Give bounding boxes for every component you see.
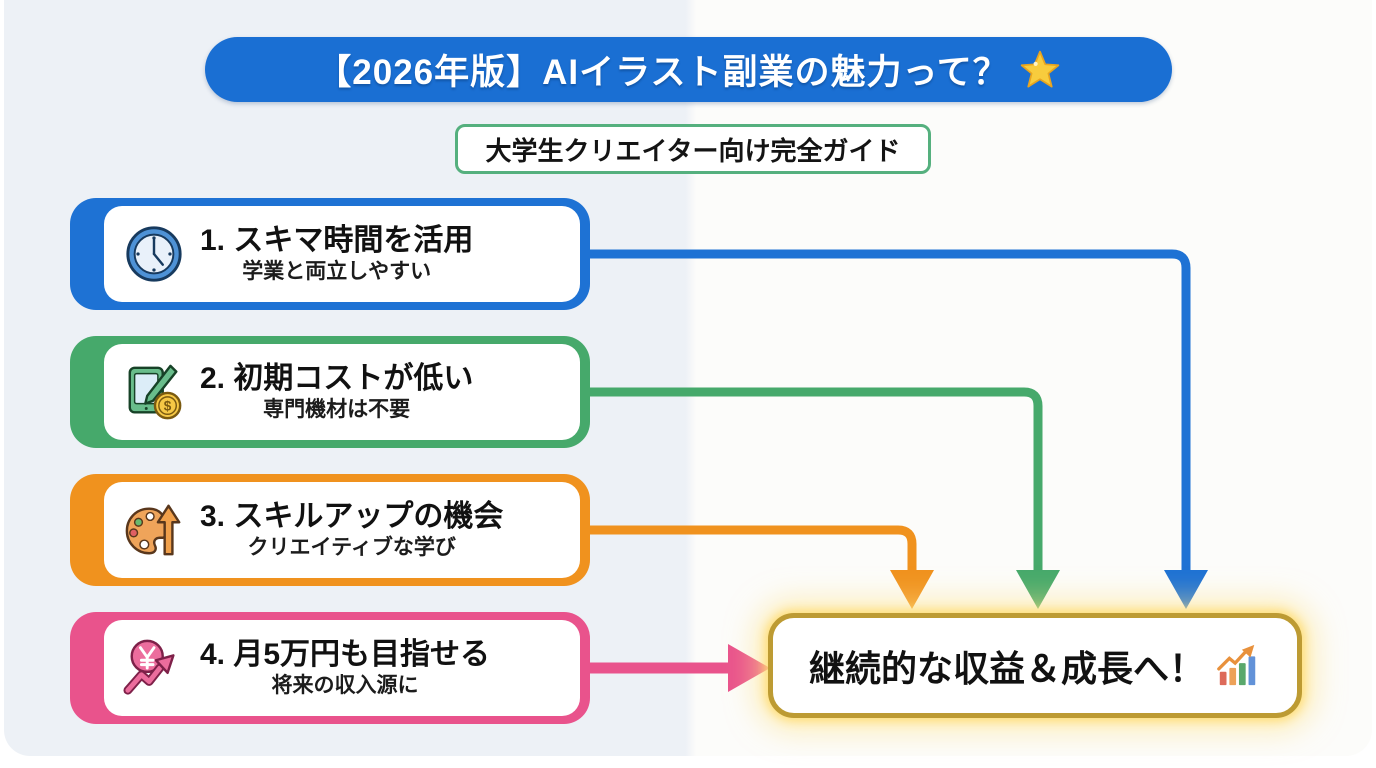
card-subtitle: 学業と両立しやすい	[242, 259, 432, 283]
benefit-card-2: $ 2. 初期コストが低い 専門機材は不要	[70, 336, 590, 448]
glowing-star-icon	[1019, 49, 1061, 91]
card-title: 2. 初期コストが低い	[200, 361, 474, 395]
guide-badge: 大学生クリエイター向け完全ガイド	[455, 124, 931, 174]
page-title: 【2026年版】AIイラスト副業の魅力って？	[316, 53, 1009, 92]
yen-growth-icon	[122, 636, 186, 700]
card-title: 4. 月5万円も目指せる	[200, 637, 491, 671]
card-subtitle: クリエイティブな学び	[247, 535, 456, 559]
palette-up-arrow-icon	[122, 498, 186, 562]
card-subtitle: 専門機材は不要	[263, 397, 411, 421]
benefit-card-4: 4. 月5万円も目指せる 将来の収入源に	[70, 612, 590, 724]
chart-increasing-icon	[1215, 643, 1261, 689]
title-banner: 【2026年版】AIイラスト副業の魅力って？	[205, 37, 1172, 102]
result-box: 継続的な収益＆成長へ！	[768, 613, 1302, 718]
benefit-card-3: 3. スキルアップの機会 クリエイティブな学び	[70, 474, 590, 586]
card-title: 3. スキルアップの機会	[200, 499, 504, 533]
card-title: 1. スキマ時間を活用	[200, 223, 474, 257]
clock-icon	[122, 222, 186, 286]
svg-text:$: $	[164, 398, 172, 413]
benefit-card-1: 1. スキマ時間を活用 学業と両立しやすい	[70, 198, 590, 310]
tablet-pen-coin-icon: $	[122, 360, 186, 424]
card-subtitle: 将来の収入源に	[271, 673, 419, 697]
result-text: 継続的な収益＆成長へ！	[808, 647, 1205, 689]
